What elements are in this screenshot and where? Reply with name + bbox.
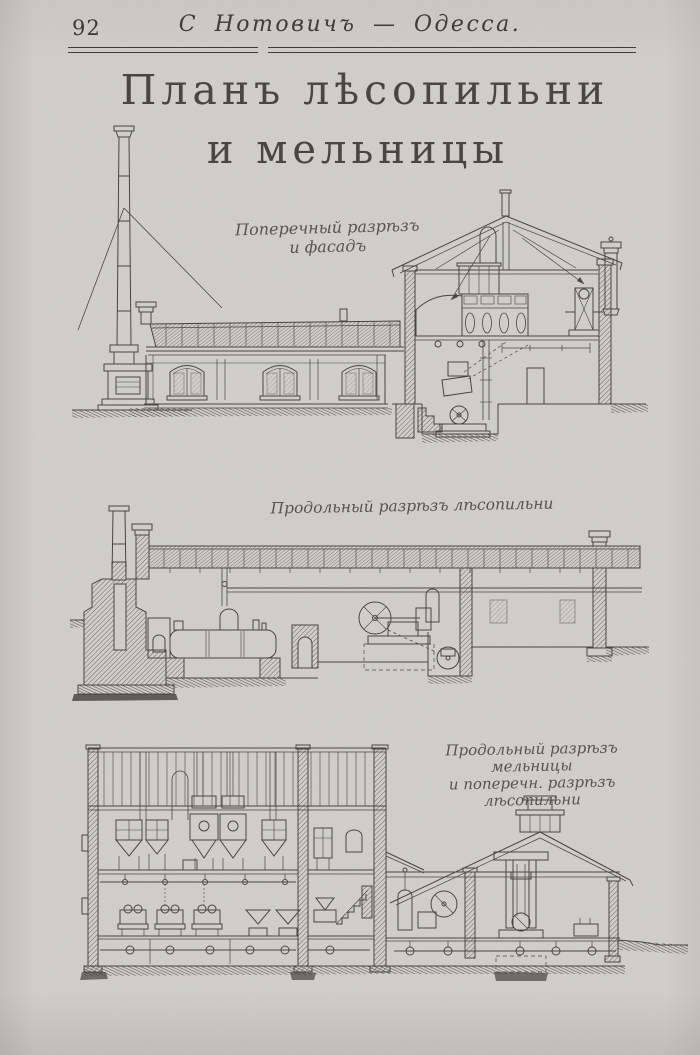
page-title-line1: Планъ лѣсопильни [120, 66, 610, 114]
column-section [297, 748, 309, 967]
basement-shafting [84, 939, 386, 976]
roof-pipe [339, 308, 348, 322]
vent-stack [588, 530, 611, 538]
arched-window [338, 365, 380, 401]
drawing-cross-section-facade [72, 125, 648, 443]
roller-mill [191, 904, 223, 936]
end-pier [592, 567, 607, 649]
mill-machinery-upper-floor [415, 226, 603, 337]
hopper-machine [274, 909, 302, 937]
caption-longitudinal-mill: Продольный разрѣзъ мельницы и поперечн. … [421, 739, 642, 811]
wall-pier [459, 567, 473, 677]
ground-floor-machines [100, 874, 302, 937]
pipe-loop [171, 770, 189, 820]
arched-window [259, 365, 301, 401]
facade-building [130, 301, 404, 417]
sifter-machines-upper-floor [114, 752, 287, 871]
cyclone [479, 226, 497, 263]
chimney [108, 505, 130, 512]
boiler-house [77, 505, 175, 695]
sawmill-cross-section [385, 795, 688, 974]
vent-stack [131, 523, 153, 531]
roller-mill [154, 904, 186, 936]
wall-section [87, 748, 99, 967]
under-floor-shafting [386, 941, 625, 974]
steam-dome [219, 608, 239, 630]
roller-mill [117, 904, 149, 936]
mill-structure [81, 744, 391, 973]
foundation-and-ground [392, 403, 648, 443]
post-section [608, 880, 619, 957]
ground [130, 408, 392, 417]
roof-vent [135, 301, 157, 308]
roof [389, 831, 631, 904]
wall-section [404, 270, 416, 405]
attic-studs [103, 752, 366, 806]
pit-pulley [436, 646, 460, 670]
header-rule-left [68, 47, 258, 53]
header-rule-right [268, 47, 636, 53]
ridge-pipe [501, 192, 510, 217]
drawing-longitudinal-sawmill [70, 505, 649, 701]
arched-window [345, 829, 363, 853]
door-opening [526, 367, 545, 405]
sawmill-machines [397, 867, 599, 937]
frame-saw [493, 851, 549, 939]
engine-lower-floor [434, 340, 591, 438]
hopper-machine [244, 909, 272, 937]
wall-section [373, 748, 387, 967]
leader-arrow [450, 235, 585, 301]
window [559, 599, 576, 624]
caption-cross-section: Поперечный разрѣзъ и фасадъ [215, 215, 441, 259]
window [489, 599, 508, 624]
mill-right-room [313, 827, 373, 925]
belt-pit-and-wall [427, 567, 613, 677]
guy-wire [123, 207, 223, 309]
arched-window [166, 365, 208, 401]
dimension-line [501, 343, 591, 353]
page-header-title: С Нотовичъ — Одесса. [178, 12, 522, 37]
post-section [464, 871, 476, 959]
steam-engine [358, 588, 440, 671]
roof-band [149, 320, 401, 348]
roof-band [148, 530, 641, 573]
